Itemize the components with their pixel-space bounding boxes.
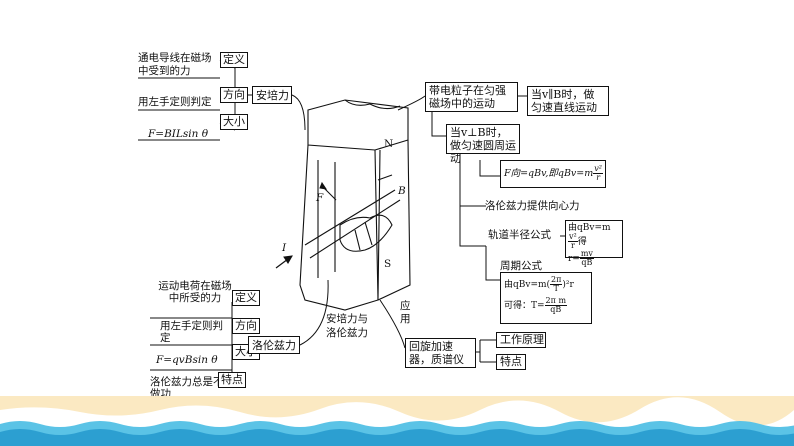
cyclotron-box: 回旋加速器，质谱仪: [405, 338, 476, 368]
ampere-magnitude-text: F=BILsin θ: [148, 128, 209, 140]
perpendicular-case-box: 当v⊥B时，做匀速圆周运动: [446, 124, 520, 165]
lorentz-definition-text: 运动电荷在磁场中所受的力: [158, 280, 232, 304]
ampere-force-hub: 安培力: [252, 86, 292, 104]
field-b-label: B: [398, 185, 406, 197]
lorentz-direction-text: 用左手定则判定: [160, 320, 223, 344]
lorentz-tag-direction: 方向: [232, 318, 260, 334]
application-label: 应用: [400, 300, 411, 325]
center-caption-line2: 洛伦兹力: [326, 327, 368, 339]
ampere-tag-definition: 定义: [220, 52, 248, 68]
magnet-apparatus: [299, 99, 411, 311]
south-pole-label: S: [384, 258, 392, 270]
decorative-wave-border: [0, 396, 794, 446]
north-pole-label: N: [384, 138, 394, 150]
ampere-tag-magnitude: 大小: [220, 114, 248, 130]
ampere-direction-text: 用左手定则判定: [138, 96, 212, 108]
ampere-tag-direction: 方向: [220, 87, 248, 103]
force-f-label: F: [316, 192, 324, 204]
provides-centripetal-text: 洛伦兹力提供向心力: [485, 200, 580, 212]
lorentz-magnitude-text: F=qvBsin θ: [156, 354, 218, 366]
lorentz-tag-feature: 特点: [218, 372, 246, 388]
particle-motion-box: 带电粒子在匀强磁场中的运动: [425, 82, 518, 112]
centripetal-formula: F向=qBv,即qBv=m: [504, 168, 594, 179]
lorentz-force-hub: 洛伦兹力: [248, 336, 300, 354]
period-formula-label: 周期公式: [500, 260, 542, 272]
radius-formula-label: 轨道半径公式: [488, 229, 551, 241]
center-caption-line1: 安培力与: [326, 313, 368, 325]
ampere-definition-text: 通电导线在磁场中受到的力: [138, 52, 212, 77]
parallel-case-box: 当v∥B时，做匀速直线运动: [527, 86, 609, 116]
lorentz-tag-definition: 定义: [232, 290, 260, 306]
work-principle-box: 工作原理: [496, 332, 546, 348]
features-box: 特点: [496, 354, 526, 370]
current-i-label: I: [282, 242, 287, 254]
